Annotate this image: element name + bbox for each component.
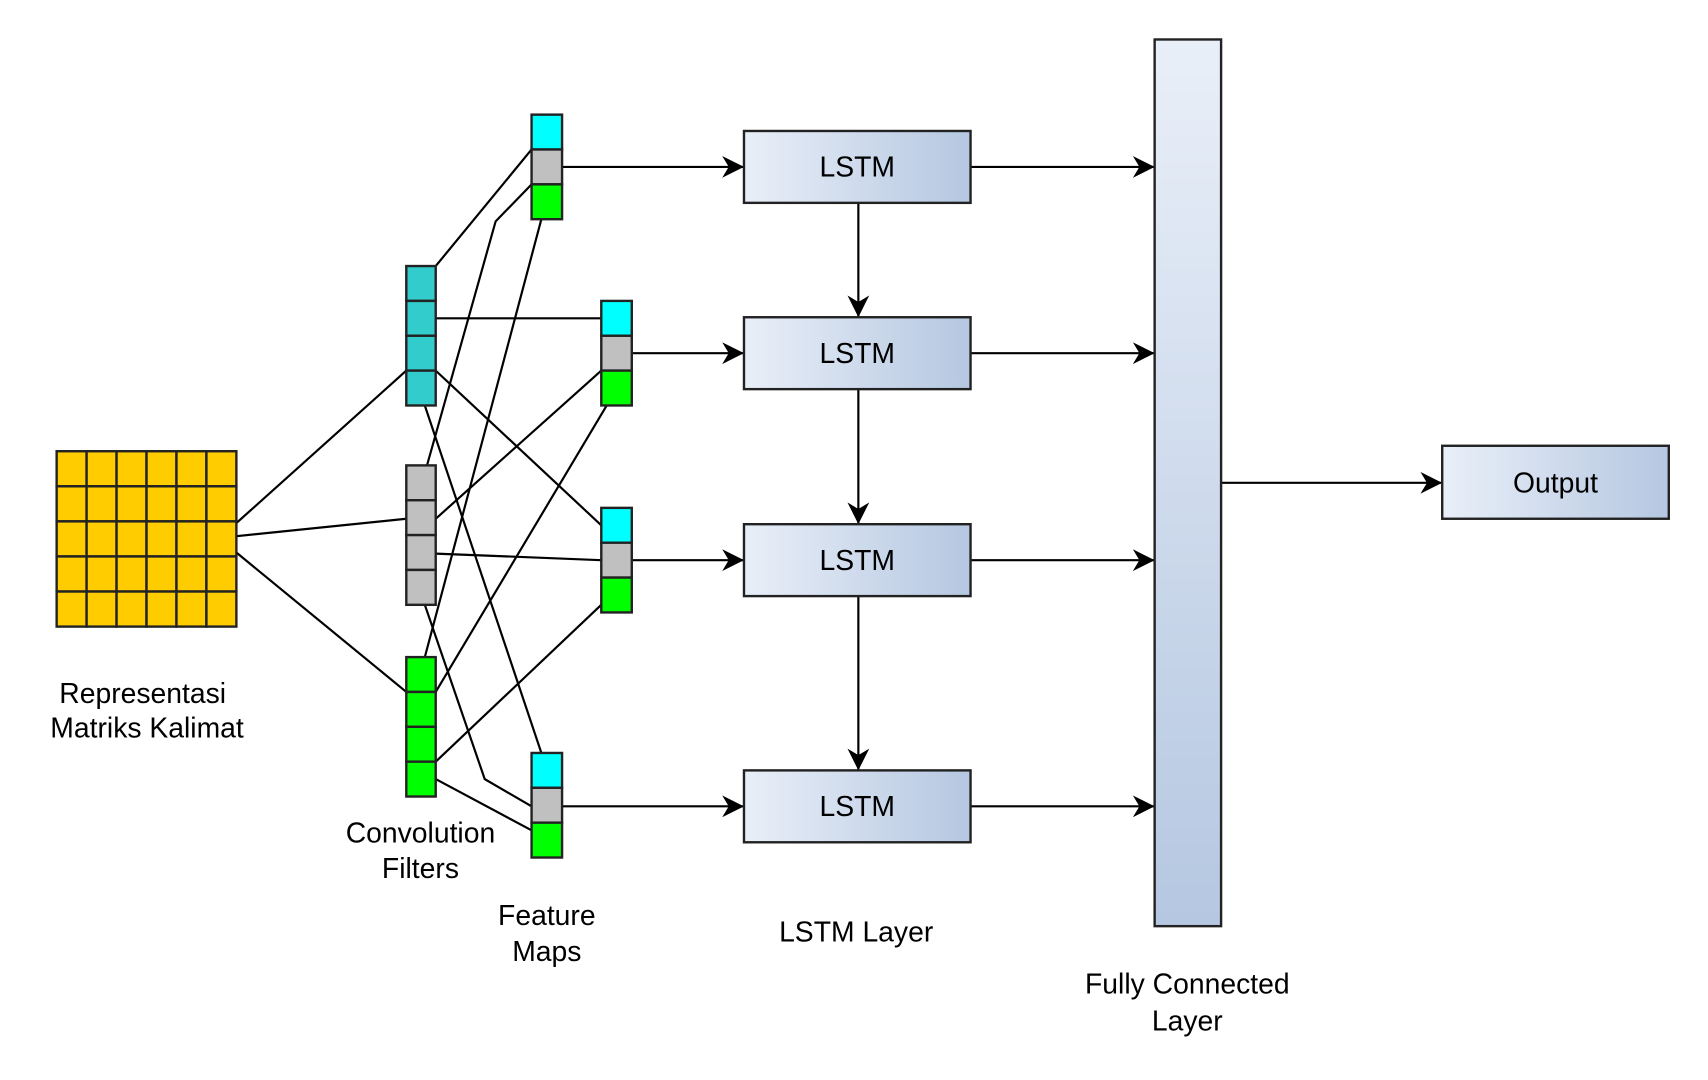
- matrix-cell: [55, 520, 88, 558]
- lstm-layer-label: LSTM Layer: [779, 916, 933, 948]
- conv-filter-green-cell: [405, 655, 437, 694]
- matrix-cell: [55, 485, 88, 523]
- conv-label-line1: Convolution: [346, 817, 496, 849]
- lstm-label: LSTM: [820, 791, 896, 823]
- conv-filter-gray-cell: [405, 499, 437, 537]
- matrix-label-line1: Representasi: [59, 678, 226, 710]
- matrix-cell: [115, 555, 148, 593]
- matrix-cell: [85, 520, 118, 558]
- conv-filter-green-cell: [405, 690, 437, 729]
- fully-connected-layer: [1153, 38, 1223, 928]
- conv-filter-gray-cell: [405, 464, 437, 502]
- output-box: [1441, 444, 1670, 520]
- filter-to-map-line: [434, 148, 533, 267]
- matrix-cell: [85, 555, 118, 593]
- matrix-cell: [175, 520, 208, 558]
- matrix-cell: [55, 555, 88, 593]
- conv-filter-teal-cell: [405, 299, 437, 337]
- filter-to-map-line: [423, 218, 543, 658]
- lstm-box: [742, 769, 972, 844]
- feature-map-4-cell: [530, 751, 564, 790]
- matrix-cell: [55, 590, 88, 628]
- conv-filter-teal-cell: [405, 334, 437, 372]
- connection-lines: [235, 148, 1443, 832]
- filter-to-map-line: [235, 369, 408, 524]
- conv-filter-teal-cell: [405, 264, 437, 303]
- matrix-cell: [145, 520, 178, 558]
- matrix-cell: [145, 590, 178, 628]
- conv-filter-gray-cell: [405, 533, 437, 572]
- matrix-cell: [205, 450, 238, 488]
- feature-map-2-cell: [600, 299, 633, 337]
- conv-filter-green-cell: [405, 725, 437, 763]
- feature-map-3-cell: [600, 541, 633, 579]
- matrix-cell: [205, 485, 238, 523]
- output-label: Output: [1513, 468, 1598, 500]
- conv-filter-teal-cell: [405, 369, 437, 407]
- filter-to-map-line: [425, 183, 533, 466]
- matrix-cell: [145, 555, 178, 593]
- filter-to-map-line: [434, 604, 603, 763]
- matrix-cell: [115, 450, 148, 488]
- filter-to-map-line: [423, 604, 533, 808]
- feature-label-line1: Feature: [498, 900, 596, 932]
- matrix-cell: [115, 520, 148, 558]
- lstm-box: [742, 523, 972, 598]
- conv-filter-green-cell: [405, 760, 437, 798]
- filter-to-map-line: [434, 369, 603, 527]
- filter-to-map-line: [235, 551, 407, 693]
- feature-map-2-cell: [600, 334, 633, 372]
- matrix-cell: [175, 590, 208, 628]
- feature-map-4-cell: [530, 786, 564, 824]
- filter-to-map-line: [434, 404, 608, 693]
- matrix-cell: [145, 450, 178, 488]
- matrix-cell: [205, 520, 238, 558]
- feature-map-4-cell: [530, 821, 564, 859]
- feature-map-1-cell: [530, 183, 564, 221]
- matrix-cell: [115, 590, 148, 628]
- lstm-label: LSTM: [820, 338, 896, 370]
- filter-to-map-line: [423, 405, 543, 754]
- filter-to-map-line: [435, 552, 602, 562]
- matrix-cell: [175, 485, 208, 523]
- fc-label-line2: Layer: [1152, 1006, 1223, 1038]
- lstm-box: [742, 316, 972, 391]
- feature-map-1-cell: [530, 148, 564, 186]
- fc-label-line1: Fully Connected: [1085, 969, 1290, 1001]
- matrix-label-line2: Matriks Kalimat: [50, 713, 244, 745]
- matrix-cell: [85, 590, 118, 628]
- matrix-cell: [85, 485, 118, 523]
- conv-label-line2: Filters: [382, 853, 459, 885]
- matrix-cell: [145, 485, 178, 523]
- matrix-cell: [205, 555, 238, 593]
- filter-to-map-line: [236, 517, 407, 538]
- feature-map-2-cell: [600, 369, 633, 407]
- feature-map-3-cell: [600, 506, 633, 544]
- matrix-cell: [175, 450, 208, 488]
- conv-filter-gray-cell: [405, 568, 437, 607]
- filter-to-map-line: [434, 369, 603, 520]
- matrix-cell: [205, 590, 238, 628]
- matrix-cell: [85, 450, 118, 488]
- lstm-label: LSTM: [820, 545, 896, 577]
- matrix-cell: [115, 485, 148, 523]
- feature-label-line2: Maps: [512, 936, 581, 968]
- lstm-box: [742, 129, 972, 205]
- feature-map-1-cell: [530, 113, 564, 151]
- lstm-label: LSTM: [820, 152, 896, 184]
- matrix-cell: [55, 450, 88, 488]
- feature-map-3-cell: [600, 576, 633, 614]
- matrix-cell: [175, 555, 208, 593]
- filter-to-map-line: [435, 778, 533, 832]
